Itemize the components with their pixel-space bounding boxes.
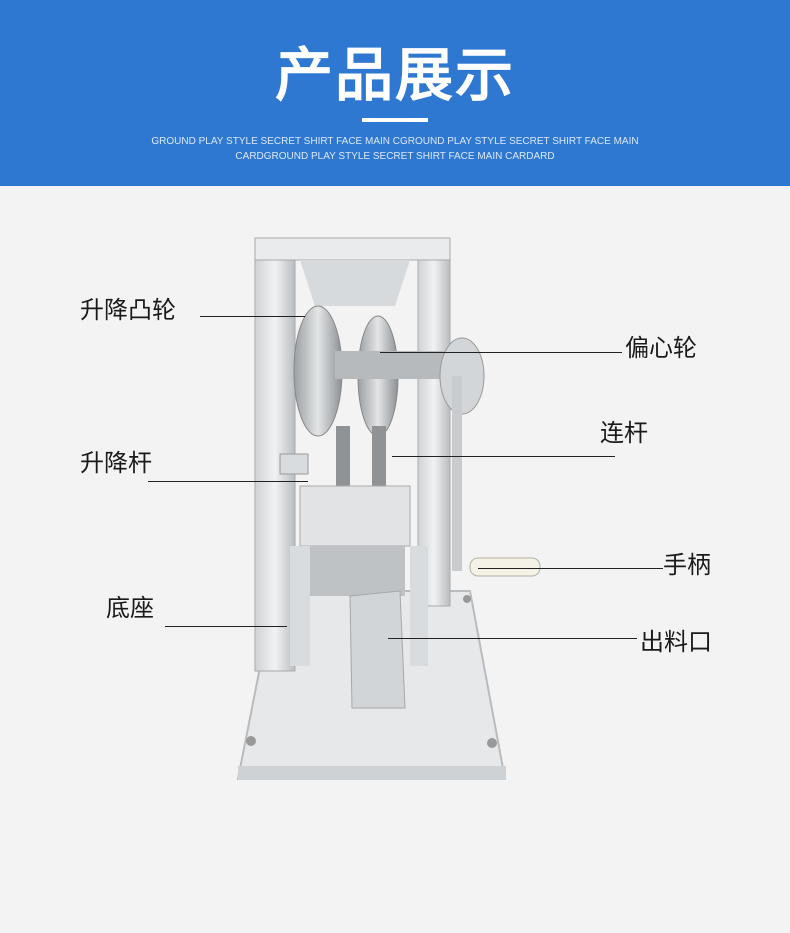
label-handle: 手柄 (663, 551, 711, 579)
outlet-chute (349, 590, 406, 709)
label-base: 底座 (106, 594, 154, 622)
leader-lift-cam (200, 316, 305, 317)
page-title: 产品展示 (274, 41, 515, 109)
frame-top (254, 237, 451, 261)
leader-connecting-rod (392, 456, 615, 457)
banner-subtitle: GROUND PLAY STYLE SECRET SHIRT FACE MAIN… (151, 136, 639, 162)
base-bolt (463, 595, 471, 603)
base-bolt (487, 738, 497, 748)
base-bolt (246, 736, 256, 746)
hopper (300, 260, 410, 306)
leader-outlet (388, 638, 637, 639)
label-outlet: 出料口 (640, 628, 712, 656)
lift-cam-wheel (293, 305, 343, 437)
leader-lift-rod (148, 481, 308, 482)
connecting-rod (336, 426, 350, 486)
leader-base (165, 626, 287, 627)
label-lift-rod: 升降杆 (80, 449, 152, 477)
press-body (299, 485, 411, 547)
crank-arm (452, 376, 462, 571)
label-lift-cam: 升降凸轮 (80, 296, 176, 324)
lower-support (290, 546, 310, 666)
connecting-rod (372, 426, 386, 486)
leader-eccentric-wheel (380, 352, 622, 353)
header-banner: 产品展示 GROUND PLAY STYLE SECRET SHIRT FACE… (0, 0, 790, 186)
shaft (335, 351, 455, 379)
handle-grip (469, 557, 541, 577)
base-edge (238, 766, 506, 780)
label-eccentric-wheel: 偏心轮 (625, 334, 697, 362)
label-connecting-rod: 连杆 (600, 419, 648, 447)
die-area (310, 546, 405, 596)
leader-handle (478, 568, 663, 569)
lower-support (410, 546, 428, 666)
title-underline (362, 118, 428, 122)
lift-rod-bracket (279, 453, 309, 475)
